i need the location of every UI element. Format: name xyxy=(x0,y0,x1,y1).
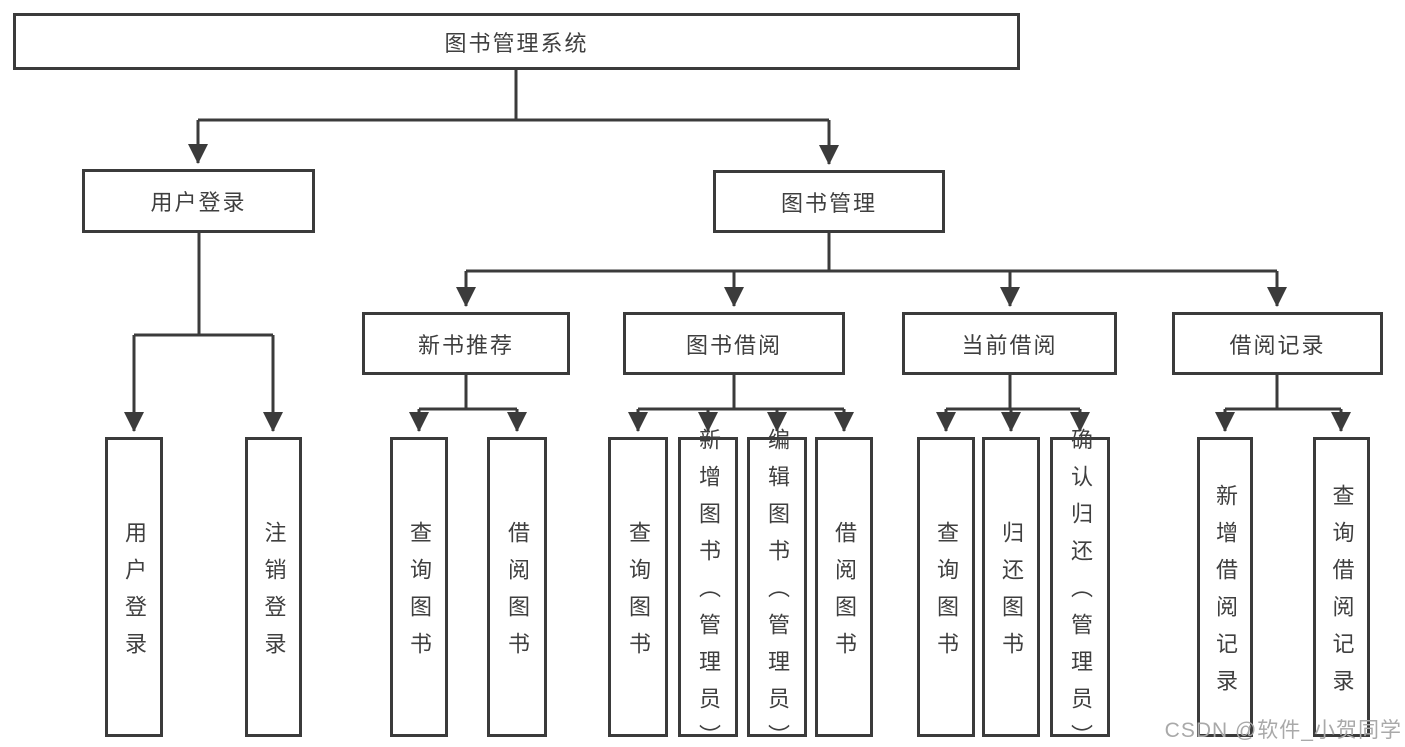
connector-borrow-records-trunk xyxy=(1225,375,1341,411)
connector-new-books-trunk xyxy=(419,375,517,411)
connector-root-trunk xyxy=(198,70,829,122)
connector-book-borrow-trunk xyxy=(638,375,844,411)
leaf-user-login-label: 用户登录 xyxy=(122,520,147,669)
leaf-return-books-label: 归还图书 xyxy=(999,520,1024,669)
node-book-management: 图书管理 xyxy=(713,170,945,233)
connector-user-login-trunk xyxy=(134,233,273,337)
leaf-user-login: 用户登录 xyxy=(105,437,163,737)
node-user-login-label: 用户登录 xyxy=(150,190,247,215)
connector-book-mgmt-trunk xyxy=(466,233,1277,273)
connector-current-borrow-trunk xyxy=(946,375,1080,411)
node-root-system: 图书管理系统 xyxy=(13,13,1020,70)
leaf-borrow-books-recommend-label: 借阅图书 xyxy=(505,520,530,669)
node-book-management-label: 图书管理 xyxy=(780,190,877,216)
leaf-query-borrow-record-label: 查询借阅记录 xyxy=(1329,483,1355,706)
leaf-add-books-admin: 新增图书（管理员） xyxy=(678,428,738,747)
leaf-query-books-recommend-label: 查询图书 xyxy=(407,520,432,669)
node-new-book-recommend-label: 新书推荐 xyxy=(417,332,514,358)
leaf-query-books-borrowing-label: 查询图书 xyxy=(626,520,651,669)
node-borrowing-records-label: 借阅记录 xyxy=(1229,332,1326,358)
leaf-confirm-return-admin-label: 确认归还（管理员） xyxy=(1068,428,1093,747)
leaf-add-books-admin-label: 新增图书（管理员） xyxy=(696,428,721,747)
leaf-query-books-current-label: 查询图书 xyxy=(934,520,959,669)
leaf-add-borrow-record-label: 新增借阅记录 xyxy=(1213,483,1238,706)
node-current-borrowing: 当前借阅 xyxy=(902,312,1117,375)
leaf-return-books: 归还图书 xyxy=(982,437,1040,737)
node-current-borrowing-label: 当前借阅 xyxy=(961,332,1058,358)
leaf-borrow-books-recommend: 借阅图书 xyxy=(487,437,547,737)
node-new-book-recommend: 新书推荐 xyxy=(362,312,570,375)
node-book-borrowing-label: 图书借阅 xyxy=(685,332,782,358)
leaf-query-books-current: 查询图书 xyxy=(917,437,975,737)
leaf-query-books-borrowing: 查询图书 xyxy=(608,437,668,737)
leaf-borrow-books-borrowing-label: 借阅图书 xyxy=(832,520,857,669)
leaf-query-borrow-record: 查询借阅记录 xyxy=(1313,437,1370,737)
node-borrowing-records: 借阅记录 xyxy=(1172,312,1383,375)
node-root-label: 图书管理系统 xyxy=(444,30,589,56)
leaf-logout-login-label: 注销登录 xyxy=(261,520,287,669)
leaf-confirm-return-admin: 确认归还（管理员） xyxy=(1050,428,1110,747)
leaf-query-books-recommend: 查询图书 xyxy=(390,437,448,737)
leaf-borrow-books-borrowing: 借阅图书 xyxy=(815,437,873,737)
leaf-logout-login: 注销登录 xyxy=(245,437,302,737)
leaf-edit-books-admin-label: 编辑图书（管理员） xyxy=(765,428,790,747)
leaf-edit-books-admin: 编辑图书（管理员） xyxy=(747,428,807,747)
node-user-login: 用户登录 xyxy=(82,169,315,233)
node-book-borrowing: 图书借阅 xyxy=(623,312,845,375)
csdn-watermark: CSDN @软件_小贺同学 xyxy=(1164,719,1402,742)
leaf-add-borrow-record: 新增借阅记录 xyxy=(1197,437,1253,737)
